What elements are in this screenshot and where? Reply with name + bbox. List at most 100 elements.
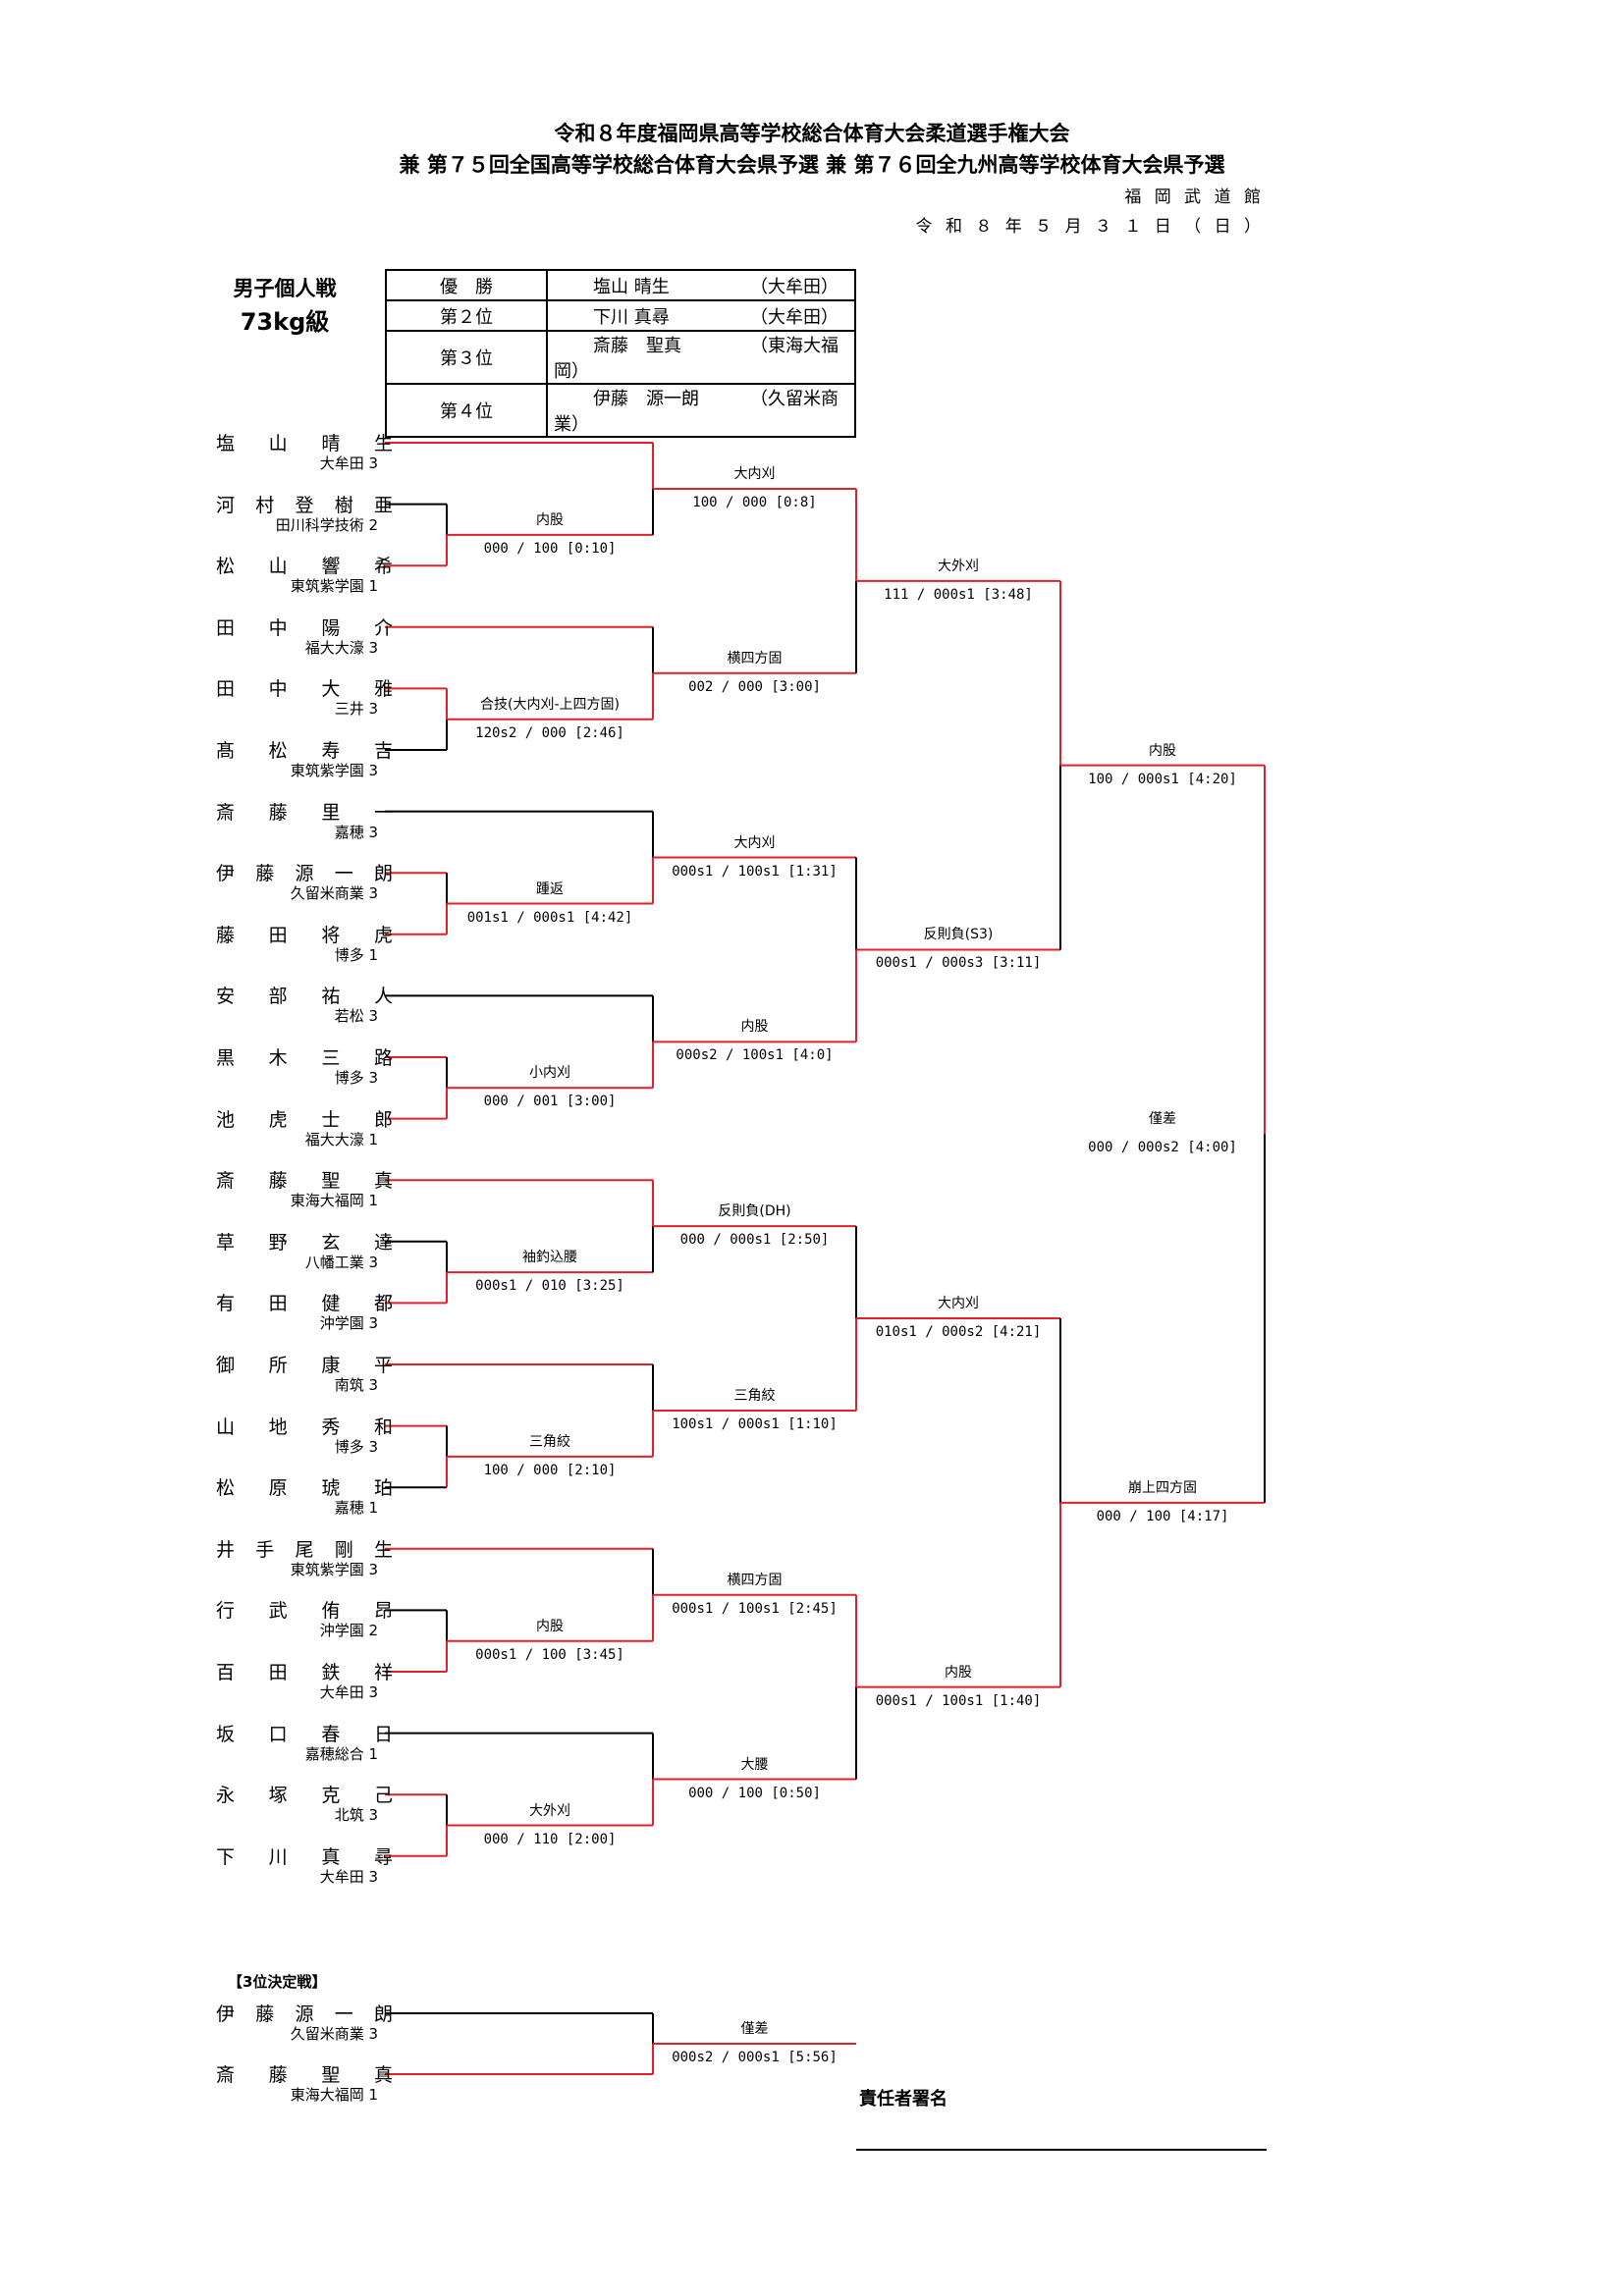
player-team: 久留米商業 3 <box>290 884 378 903</box>
match-technique: 大腰 <box>740 1756 769 1773</box>
match-technique: 大外刈 <box>529 1802 570 1819</box>
player-name: 髙松寿吉 <box>216 740 393 762</box>
player-name: 田中大雅 <box>216 678 393 701</box>
match-technique: 僅差 <box>740 2021 769 2037</box>
ranking-table: 優 勝塩山 晴生（大牟田） 第２位下川 真尋（大牟田） 第３位斎藤 聖真（東海大… <box>385 269 856 438</box>
match-technique: 内股 <box>536 511 564 528</box>
player-team: 嘉穂 1 <box>334 1499 378 1518</box>
match-score: 000s1 / 100 [3:45] <box>475 1646 624 1663</box>
player-name: 安部祐人 <box>216 986 393 1008</box>
player-name: 田中陽介 <box>216 616 393 639</box>
venue: 福 岡 武 道 館 <box>1124 187 1265 207</box>
player-team: 博多 1 <box>334 945 378 964</box>
match-technique: 横四方固 <box>727 650 783 667</box>
match-score: 120s2 / 000 [2:46] <box>475 724 624 741</box>
title-line-1: 令和８年度福岡県高等学校総合体育大会柔道選手権大会 <box>554 122 1070 145</box>
player-team: 博多 3 <box>334 1069 378 1087</box>
player-team: 八幡工業 3 <box>304 1253 378 1271</box>
player-name: 斎藤里一 <box>216 801 393 824</box>
match-technique: 三角絞 <box>529 1433 570 1450</box>
match-score: 010s1 / 000s2 [4:21] <box>875 1324 1042 1341</box>
player-name: 黒木三路 <box>216 1047 393 1069</box>
match-score: 000 / 000s2 [4:00] <box>1088 1140 1237 1156</box>
player-team: 大牟田 3 <box>319 1683 378 1701</box>
match-score: 100 / 000 [0:8] <box>692 494 817 510</box>
player-name: 塩山晴生 <box>216 433 393 454</box>
player-team: 沖学園 3 <box>319 1314 378 1333</box>
player-name: 百田鉄祥 <box>216 1662 393 1683</box>
player-team: 大牟田 3 <box>319 1867 378 1886</box>
ranking-row: 優 勝塩山 晴生（大牟田） <box>385 269 856 301</box>
match-score: 000s1 / 000s3 [3:11] <box>875 955 1042 972</box>
match-score: 000s1 / 010 [3:25] <box>475 1278 624 1295</box>
match-technique: 袖釣込腰 <box>522 1250 577 1266</box>
match-technique: 大内刈 <box>733 834 776 851</box>
match-technique: 踵返 <box>536 881 564 897</box>
match-technique: 僅差 <box>1149 1111 1176 1128</box>
match-technique: 大内刈 <box>733 465 776 482</box>
player-name: 松山響希 <box>216 556 393 578</box>
player-team: 久留米商業 3 <box>290 2025 378 2043</box>
match-score: 000s1 / 100s1 [2:45] <box>672 1600 838 1617</box>
player-team: 福大大濠 1 <box>304 1130 378 1148</box>
player-name: 山地秀和 <box>216 1415 393 1438</box>
player-name: 草野玄達 <box>216 1231 393 1254</box>
player-team: 福大大濠 3 <box>304 638 378 657</box>
player-name: 井手尾剛生 <box>216 1538 393 1561</box>
signature-label: 責任者署名 <box>859 2089 947 2109</box>
player-team: 沖学園 2 <box>319 1622 378 1640</box>
match-technique: 大内刈 <box>938 1296 979 1312</box>
match-score: 000 / 100 [4:17] <box>1096 1508 1229 1524</box>
player-name: 永塚克己 <box>216 1785 393 1807</box>
match-technique: 内股 <box>1149 742 1176 759</box>
player-name: 伊藤源一朗 <box>216 2003 393 2025</box>
player-team: 若松 3 <box>334 1007 378 1026</box>
category-label: 男子個人戦 <box>233 277 337 300</box>
player-team: 東筑紫学園 1 <box>290 577 378 596</box>
match-score: 100 / 000s1 [4:20] <box>1088 771 1237 787</box>
player-team: 東海大福岡 1 <box>290 1192 378 1210</box>
match-technique: 三角絞 <box>733 1387 776 1404</box>
player-team: 大牟田 3 <box>319 454 378 472</box>
player-name: 坂口春日 <box>216 1723 393 1745</box>
match-score: 000s1 / 100s1 [1:31] <box>672 863 838 880</box>
player-name: 松原琥珀 <box>216 1477 393 1500</box>
ranking-row: 第３位斎藤 聖真（東海大福岡） <box>385 330 856 385</box>
player-name: 河村登樹亜 <box>216 494 393 516</box>
player-name: 伊藤源一朗 <box>216 863 393 885</box>
match-technique: 内股 <box>740 1019 769 1036</box>
match-score: 000 / 100 [0:50] <box>688 1785 821 1801</box>
player-name: 池虎士郎 <box>216 1108 393 1131</box>
player-team: 嘉穂 3 <box>334 823 378 841</box>
player-name: 有田健都 <box>216 1293 393 1315</box>
match-score: 000s2 / 100s1 [4:0] <box>676 1047 834 1064</box>
match-technique: 崩上四方固 <box>1128 1479 1197 1496</box>
ranking-row: 第４位伊藤 源一朗（久留米商業） <box>385 383 856 438</box>
match-technique: 大外刈 <box>938 558 979 574</box>
match-score: 000s2 / 000s1 [5:56] <box>672 2050 838 2065</box>
match-score: 000 / 100 [0:10] <box>483 540 617 557</box>
match-technique: 内股 <box>945 1664 972 1681</box>
match-score: 100 / 000 [2:10] <box>483 1462 617 1478</box>
match-score: 000 / 000s1 [2:50] <box>679 1232 830 1249</box>
match-technique: 反則負(S3) <box>923 927 994 943</box>
title-line-2: 兼 第７５回全国高等学校総合体育大会県予選 兼 第７６回全九州高等学校体育大会県… <box>399 153 1225 177</box>
event-date: 令 和 ８ 年 ５ 月 ３ １ 日 （ 日 ） <box>915 217 1265 237</box>
player-team: 東筑紫学園 3 <box>290 1560 378 1578</box>
match-score: 000 / 110 [2:00] <box>483 1831 617 1847</box>
player-team: 三井 3 <box>334 700 378 719</box>
player-name: 御所康平 <box>216 1355 393 1376</box>
player-name: 下川真尋 <box>216 1845 393 1868</box>
player-team: 嘉穂総合 1 <box>304 1744 378 1763</box>
player-team: 東筑紫学園 3 <box>290 762 378 779</box>
match-technique: 反則負(DH) <box>718 1203 791 1220</box>
match-score: 000 / 001 [3:00] <box>483 1094 617 1110</box>
player-team: 東海大福岡 1 <box>290 2086 378 2104</box>
player-name: 斎藤聖真 <box>216 1170 393 1193</box>
match-score: 000s1 / 100s1 [1:40] <box>875 1692 1042 1709</box>
player-name: 藤田将虎 <box>216 924 393 946</box>
player-team: 北筑 3 <box>334 1806 378 1825</box>
match-technique: 小内刈 <box>529 1065 570 1082</box>
player-team: 田川科学技術 2 <box>275 515 378 534</box>
match-score: 100s1 / 000s1 [1:10] <box>672 1415 838 1432</box>
